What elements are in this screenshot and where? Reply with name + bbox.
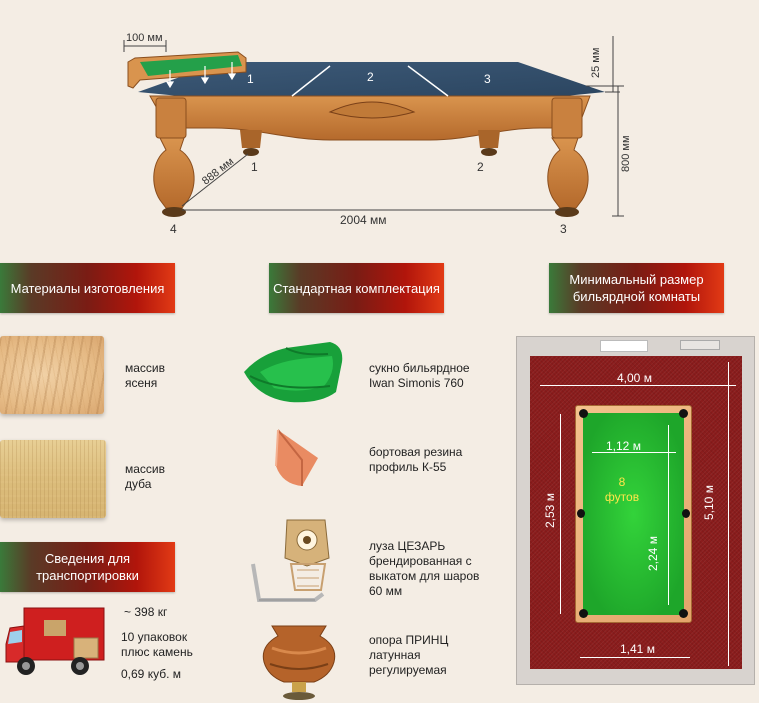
transport-packages: 10 упаковок плюс камень [121, 630, 193, 659]
transport-volume: 0,69 куб. м [121, 667, 181, 681]
material-label: массив ясеня [125, 361, 166, 390]
oak-wood-sample [0, 440, 106, 518]
equipment-label: бортовая резина профиль К-55 [369, 445, 463, 474]
room-width-label: 4,00 м [617, 371, 652, 385]
leg-label: 3 [560, 222, 567, 236]
transport-header: Сведения для транспортировки [0, 542, 175, 592]
table-size-unit: футов [604, 490, 640, 504]
equipment-label: опора ПРИНЦ латунная регулируемая [369, 633, 449, 677]
table-length-label: 2004 мм [340, 213, 387, 227]
leg-label: 1 [251, 160, 258, 174]
materials-header: Материалы изготовления [0, 263, 175, 313]
pocket-icon [251, 519, 330, 602]
transport-weight: ~ 398 кг [124, 605, 168, 619]
table-cloth [138, 62, 605, 98]
rail-height-label: 25 мм [590, 47, 602, 78]
slate-part-label: 3 [484, 72, 491, 86]
material-label: массив дуба [125, 462, 166, 491]
room-door [680, 340, 720, 350]
table-height-label: 800 мм [620, 135, 632, 172]
rail-width-label: 100 мм [126, 32, 163, 44]
play-width-label: 1,12 м [606, 439, 641, 453]
ash-wood-sample [0, 336, 104, 414]
equipment-label: сукно бильярдное Iwan Simonis 760 [369, 361, 470, 390]
slate-part-label: 2 [367, 70, 374, 84]
play-length-label: 2,24 м [646, 536, 660, 571]
room-length-label: 5,10 м [702, 485, 716, 520]
billiard-table-diagram [123, 36, 624, 217]
table-outer-width-label: 1,41 м [620, 642, 655, 656]
pool-table-playfield [583, 413, 684, 615]
leg-label: 2 [477, 160, 484, 174]
truck-icon [5, 607, 105, 675]
rubber-profile-icon [275, 429, 318, 486]
slate-part-label: 1 [247, 72, 254, 86]
leg-icon [262, 625, 336, 700]
cloth-icon [244, 342, 343, 403]
equipment-label: луза ЦЕЗАРЬ брендированная с выкатом для… [369, 539, 480, 598]
room-window [600, 340, 648, 352]
room-size-header: Минимальный размер бильярдной комнаты [549, 263, 724, 313]
table-size-number: 8 [618, 475, 626, 489]
table-outer-length-label: 2,53 м [543, 493, 557, 528]
leg-label: 4 [170, 222, 177, 236]
standard-equipment-header: Стандартная комплектация [269, 263, 444, 313]
